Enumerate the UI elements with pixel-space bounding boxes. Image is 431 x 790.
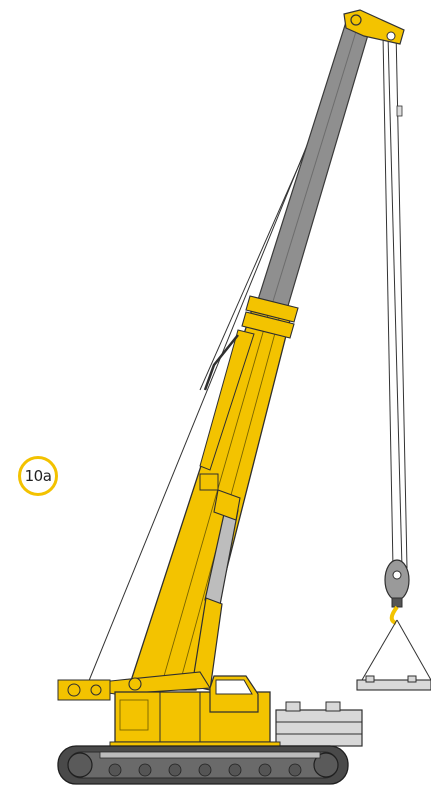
boom-upper-section <box>255 21 371 317</box>
rope-fitting <box>396 105 403 117</box>
boom-side-brace <box>199 329 255 471</box>
load-slings <box>361 619 431 681</box>
hoist-rope <box>382 29 408 569</box>
valve-block <box>199 473 219 491</box>
hook-block <box>384 559 410 625</box>
boom-head <box>343 9 405 45</box>
luffing-cylinder <box>191 489 241 691</box>
counterweight <box>275 701 363 747</box>
rope-guide <box>203 334 239 391</box>
section-badge-label: 10a <box>24 467 52 485</box>
boom-base-section <box>127 295 299 691</box>
section-badge: 10a <box>18 456 58 496</box>
boom-foot-machinery <box>57 677 142 701</box>
crawler-track <box>57 745 349 785</box>
suspended-load <box>356 675 431 691</box>
